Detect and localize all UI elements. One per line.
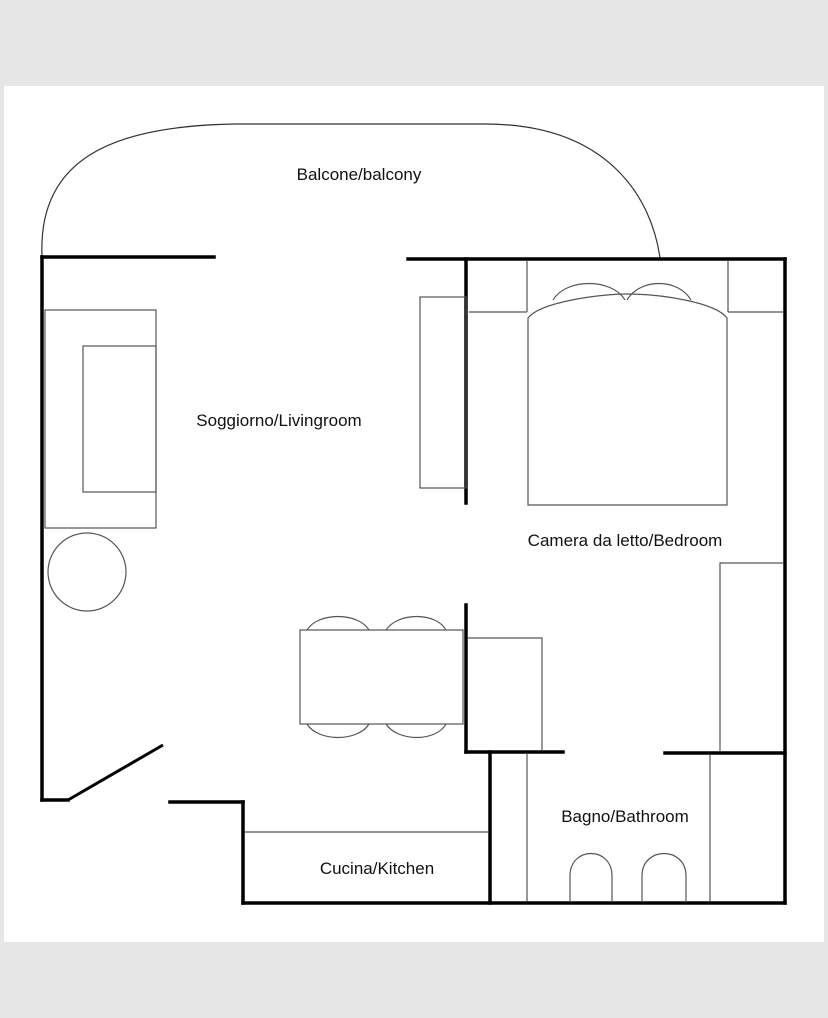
sideboard	[468, 637, 543, 750]
pillow-right-icon	[626, 282, 692, 301]
balcony-label: Balcone/balcony	[296, 165, 422, 184]
entry-door	[67, 743, 164, 802]
furniture	[44, 260, 783, 902]
bed	[527, 293, 728, 506]
pillow-left-icon	[552, 282, 626, 301]
bedroom-dresser	[719, 562, 783, 752]
kitchen-label: Cucina/Kitchen	[319, 859, 435, 878]
sofa-seat	[82, 345, 157, 493]
livingroom-label: Soggiorno/Livingroom	[196, 411, 362, 430]
dining-table	[299, 629, 464, 725]
round-table	[47, 532, 127, 612]
chair-bottom-left-icon	[306, 723, 370, 739]
walls	[40, 255, 787, 905]
bathroom-label: Bagno/Bathroom	[561, 807, 689, 826]
tv-cabinet	[419, 296, 467, 489]
balcony-outline	[41, 123, 661, 259]
floor-plan-sheet	[4, 86, 824, 942]
chair-bottom-right-icon	[385, 723, 447, 738]
bedroom-label: Camera da letto/Bedroom	[527, 531, 723, 550]
bidet-icon	[641, 853, 687, 902]
toilet-icon	[569, 853, 613, 902]
chair-top-left-icon	[306, 615, 370, 631]
sofa-frame	[44, 309, 157, 529]
chair-top-right-icon	[385, 616, 447, 631]
